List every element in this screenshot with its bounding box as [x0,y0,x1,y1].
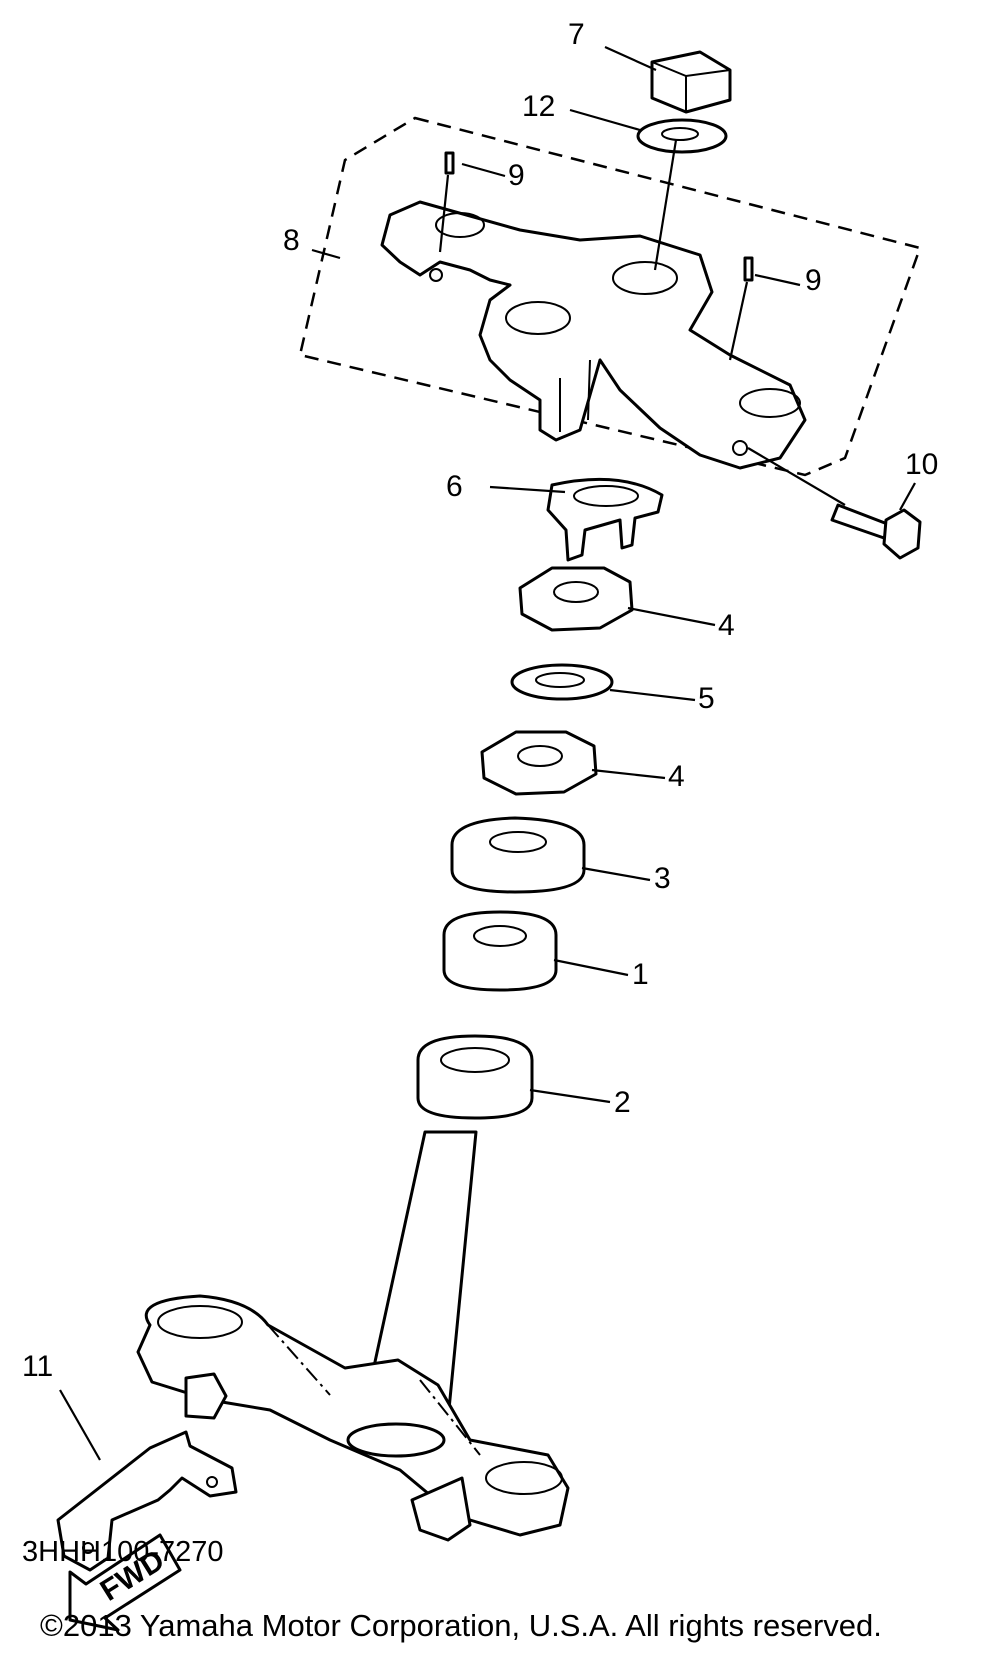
callout-6: 6 [446,470,463,503]
part-1-bearing [442,910,558,992]
diagram-code: 3HHH100-7270 [22,1536,224,1568]
part-4-ring-nut-lower [480,730,598,796]
part-4-ring-nut-upper [518,566,634,632]
callout-4: 4 [668,760,685,793]
part-6-lock-washer [546,477,664,562]
part-11-bracket-plate [56,1430,238,1572]
part-9-pin-right [743,256,754,282]
part-3-dust-seal [450,816,586,894]
part-10-bolt [830,503,922,560]
callout-7: 7 [568,18,585,51]
part-8-upper-bracket [380,200,807,470]
part-2-bearing [416,1034,534,1120]
callout-8: 8 [283,224,300,257]
callout-9: 9 [805,264,822,297]
leader-lines [59,45,916,1461]
lower-bracket-steering-stem [136,1130,570,1542]
callout-1: 1 [632,958,649,991]
callout-5: 5 [698,682,715,715]
callout-3: 3 [654,862,671,895]
copyright-notice: ©2013 Yamaha Motor Corporation, U.S.A. A… [40,1608,882,1643]
part-12-washer [636,118,728,154]
callout-4: 4 [718,609,735,642]
callout-9: 9 [508,159,525,192]
callout-11: 11 [22,1350,53,1383]
part-9-pin-left [444,151,455,175]
callout-12: 12 [522,90,555,123]
callout-2: 2 [614,1086,631,1119]
callout-10: 10 [905,448,938,481]
part-7-cap-nut [650,50,732,114]
part-5-washer [510,663,614,701]
assembly-outline-8 [298,116,922,477]
